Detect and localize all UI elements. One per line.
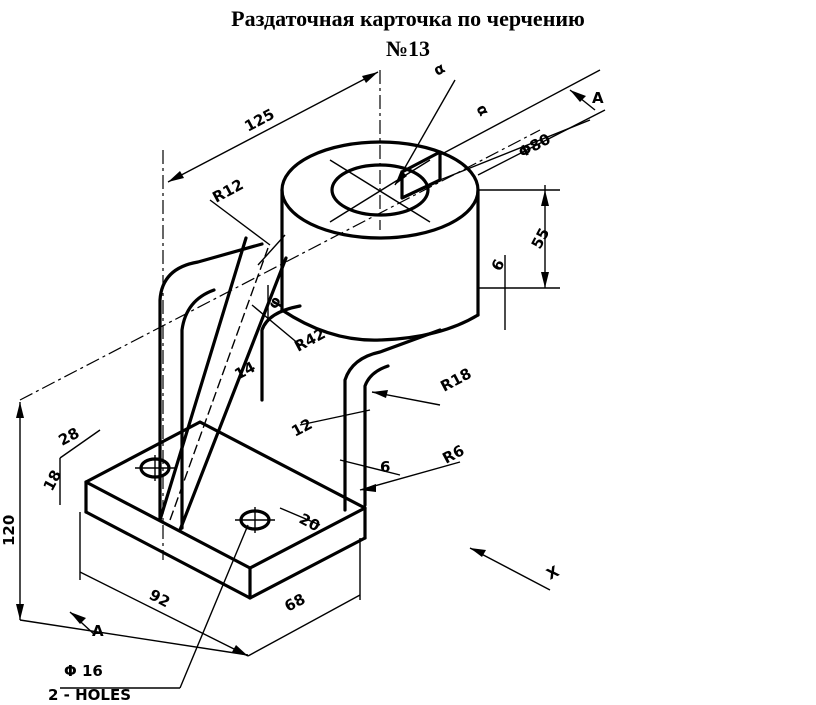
dim-alpha-1: α <box>430 59 448 80</box>
dim-12: 12 <box>288 415 315 441</box>
dim-125: 125 <box>241 105 277 136</box>
dim-r42: R42 <box>291 324 328 355</box>
dim-18: 18 <box>40 467 66 494</box>
view-a-top-label: A <box>592 89 604 107</box>
dim-alpha-2: α <box>472 101 493 119</box>
dim-r12: R12 <box>209 175 246 206</box>
dim-14: 14 <box>231 358 258 384</box>
view-a-bottom-label: A <box>92 622 104 640</box>
dimension-labels: 125 R12 α α A Φ80 55 6 φ R42 14 R18 12 R… <box>0 59 604 704</box>
arrowheads <box>16 72 586 656</box>
hole-right <box>235 507 275 533</box>
dim-6-b: 6 <box>380 458 390 476</box>
holes-note: 2 - HOLES <box>48 686 131 704</box>
dim-68: 68 <box>281 590 308 616</box>
dim-55: 55 <box>528 225 554 252</box>
dimension-lines <box>19 69 606 689</box>
dim-r18: R18 <box>437 364 474 395</box>
dim-120: 120 <box>0 515 18 546</box>
arm <box>158 236 442 532</box>
hole-left <box>135 455 175 481</box>
dim-phi16: Φ 16 <box>64 662 103 680</box>
dim-phi80: Φ80 <box>515 130 553 162</box>
x-axis-label: X <box>543 562 562 584</box>
base-plate <box>84 420 367 600</box>
card-number: №13 <box>385 36 431 61</box>
dim-r6: R6 <box>439 441 467 467</box>
card-title: Раздаточная карточка по черчению <box>231 6 585 31</box>
